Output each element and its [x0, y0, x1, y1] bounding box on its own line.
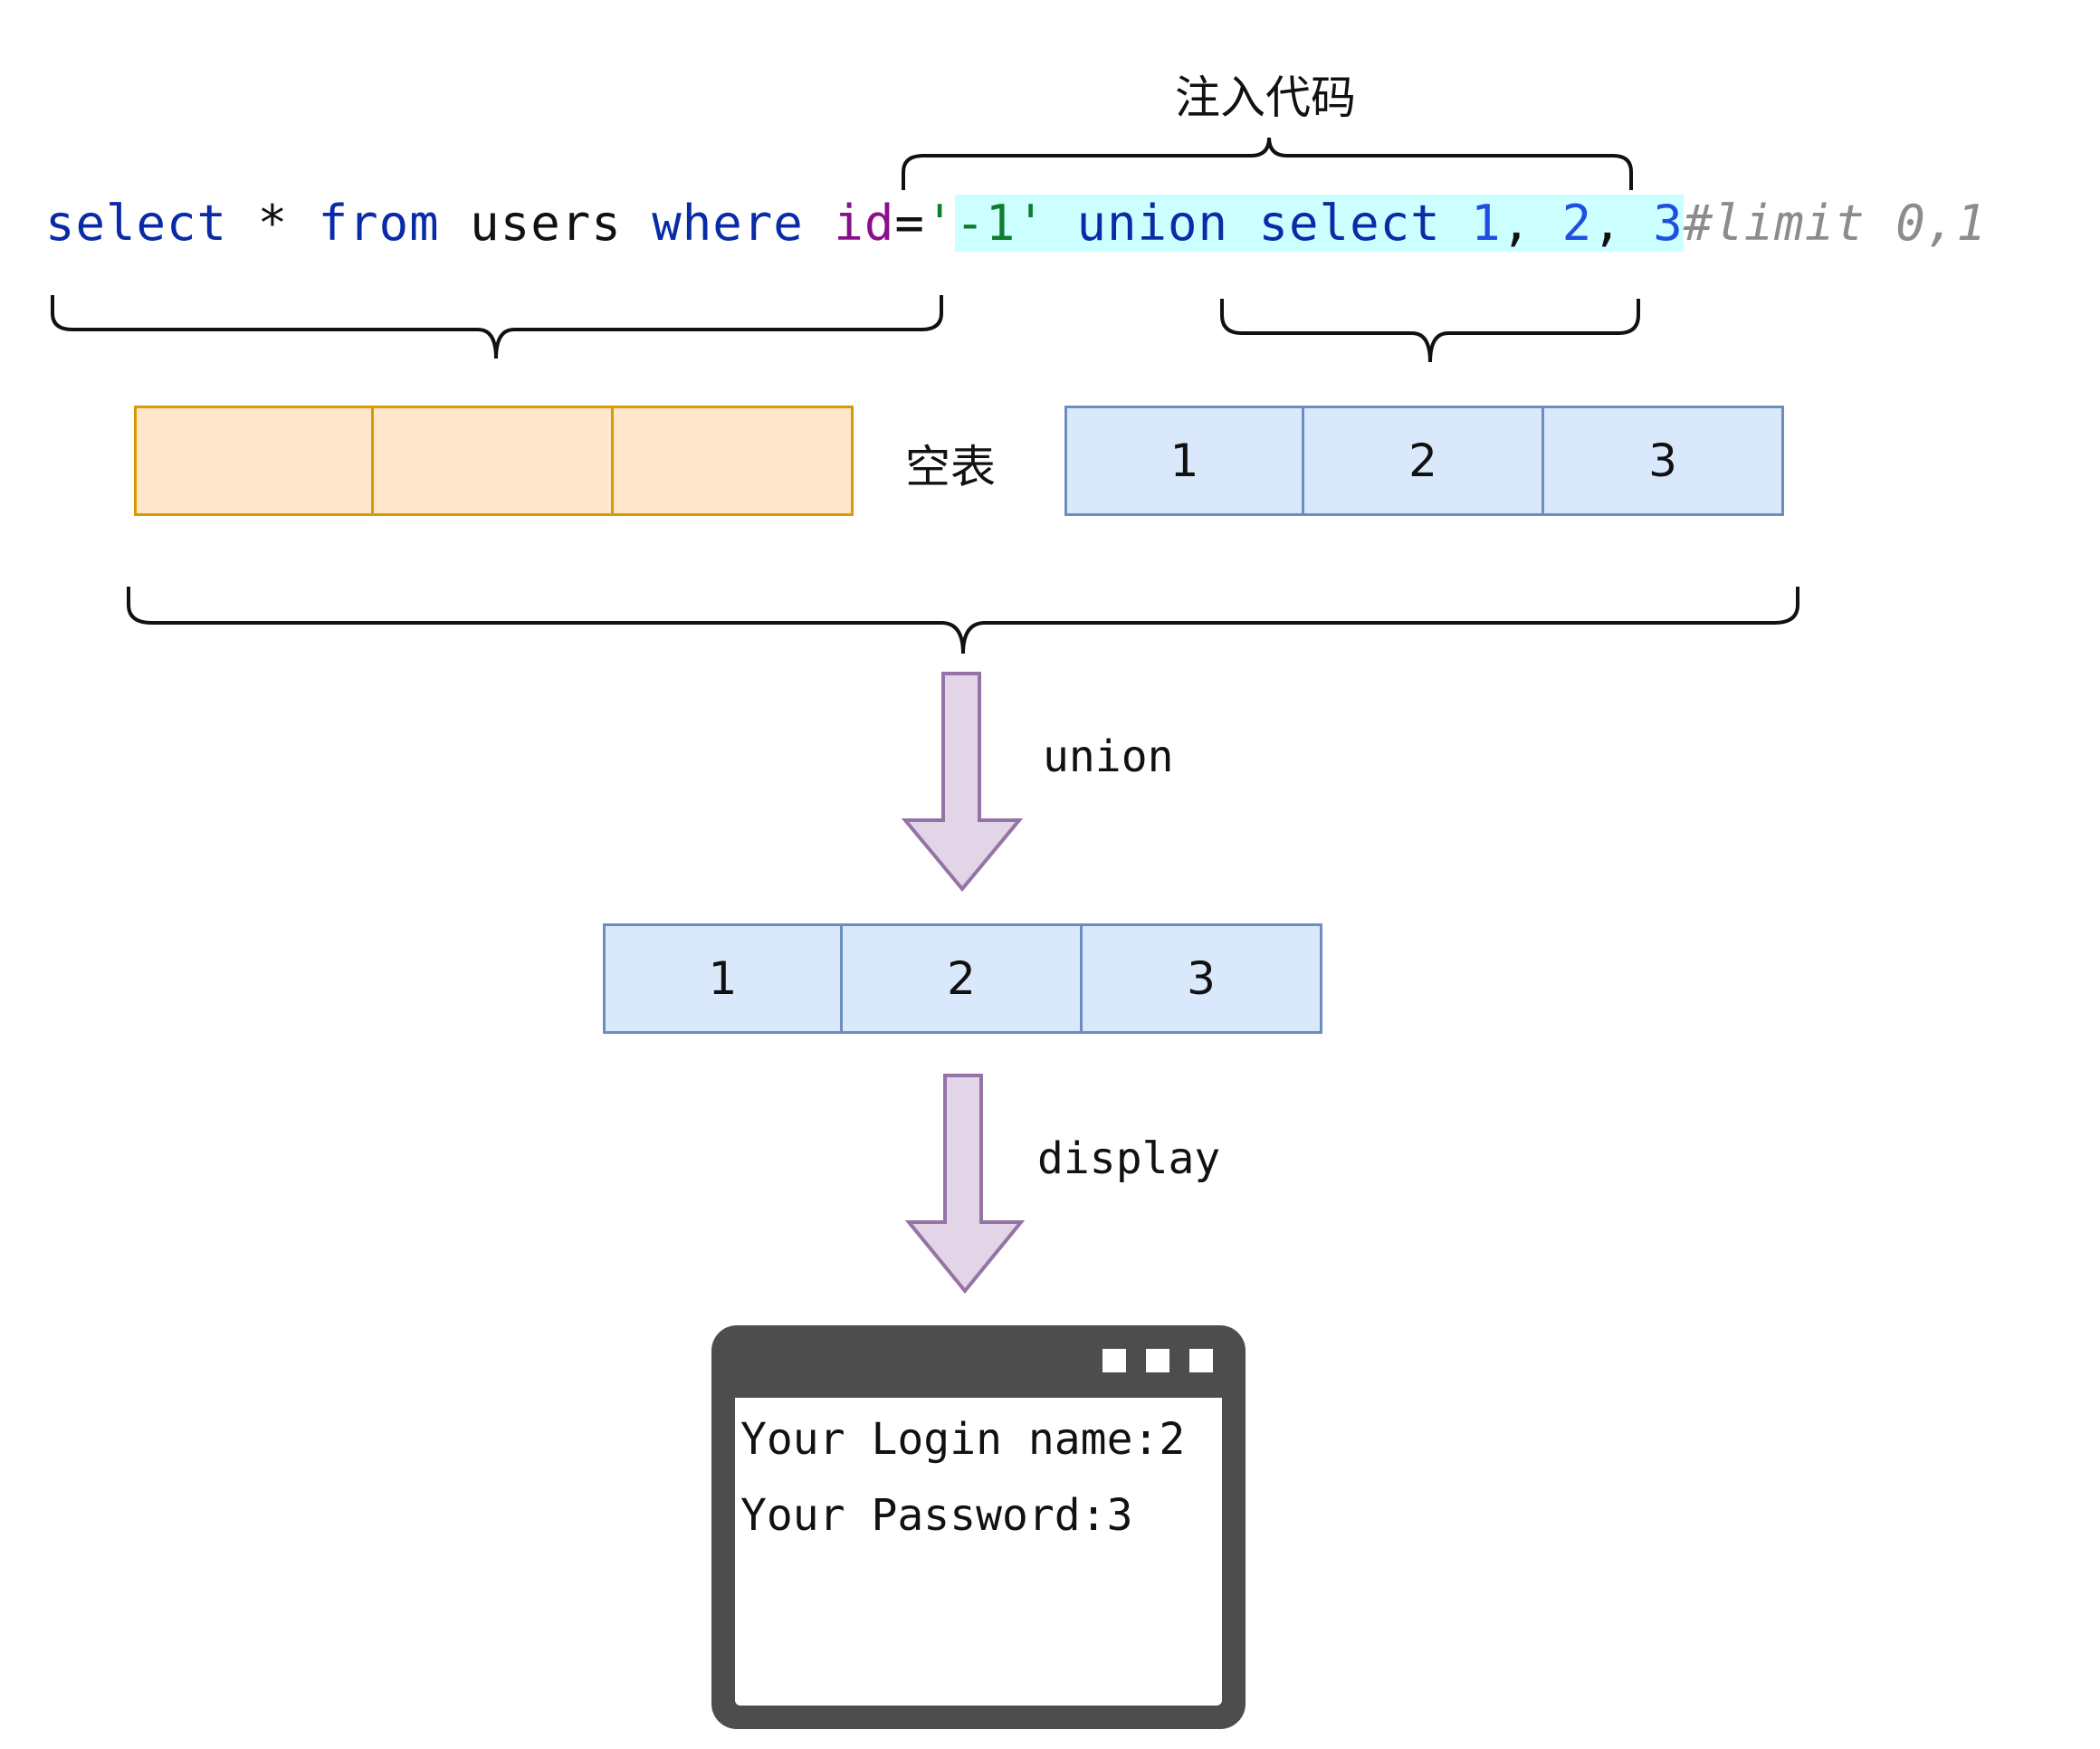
empty-result-table: [134, 406, 854, 516]
login-name-text: Your Login name:2: [740, 1414, 1186, 1465]
window-close-icon[interactable]: [1189, 1349, 1213, 1372]
table-cell: [614, 406, 854, 516]
sql-num-2: 2: [1561, 195, 1593, 252]
sql-kw-where: where: [652, 195, 804, 252]
sql-equals: =: [894, 195, 925, 252]
sql-comma-2: ,: [1592, 195, 1654, 252]
arrow-display: [904, 1074, 1026, 1295]
brace-union-select: [1220, 299, 1640, 363]
window-content: Your Login name:2 Your Password:3: [735, 1398, 1222, 1706]
window-maximize-icon[interactable]: [1146, 1349, 1169, 1372]
sql-kw-from: from: [318, 195, 440, 252]
sql-comment: #limit 0,1: [1683, 195, 1987, 252]
label-injected-code: 注入代码: [1175, 72, 1356, 124]
sql-comma-1: ,: [1501, 195, 1562, 252]
sql-query: select * from users where id='-1' union …: [45, 192, 1987, 255]
sql-quote-open: ': [924, 195, 956, 252]
arrow-union: [901, 672, 1024, 893]
sql-kw-union: union: [1076, 195, 1229, 252]
sql-star: *: [227, 195, 319, 252]
label-union: union: [1043, 731, 1174, 782]
sql-column-id: id: [803, 195, 895, 252]
table-cell: [134, 406, 374, 516]
union-result-table: 1 2 3: [603, 923, 1322, 1034]
sql-kw-select-2: select: [1258, 195, 1441, 252]
table-cell: 1: [603, 923, 843, 1034]
sql-injected-segment: -1' union select 1, 2, 3: [955, 195, 1684, 252]
table-cell: [374, 406, 614, 516]
brace-combined: [127, 587, 1799, 655]
table-cell: 1: [1064, 406, 1304, 516]
table-cell: 3: [1544, 406, 1784, 516]
sql-injected-value: -1': [955, 195, 1046, 252]
table-cell: 2: [1304, 406, 1544, 516]
sql-kw-select: select: [45, 195, 228, 252]
password-text: Your Password:3: [740, 1490, 1133, 1541]
label-empty-table: 空表: [905, 441, 996, 493]
injected-result-table: 1 2 3: [1064, 406, 1784, 516]
sql-num-1: 1: [1471, 195, 1502, 252]
table-cell: 3: [1083, 923, 1322, 1034]
table-cell: 2: [843, 923, 1083, 1034]
sql-table-users: users: [439, 195, 653, 252]
window-minimize-icon[interactable]: [1102, 1349, 1126, 1372]
display-window: Your Login name:2 Your Password:3: [711, 1325, 1246, 1729]
brace-injected-code: [902, 137, 1633, 190]
sql-num-3: 3: [1653, 195, 1684, 252]
label-display: display: [1037, 1133, 1221, 1184]
brace-original-query: [51, 295, 943, 359]
